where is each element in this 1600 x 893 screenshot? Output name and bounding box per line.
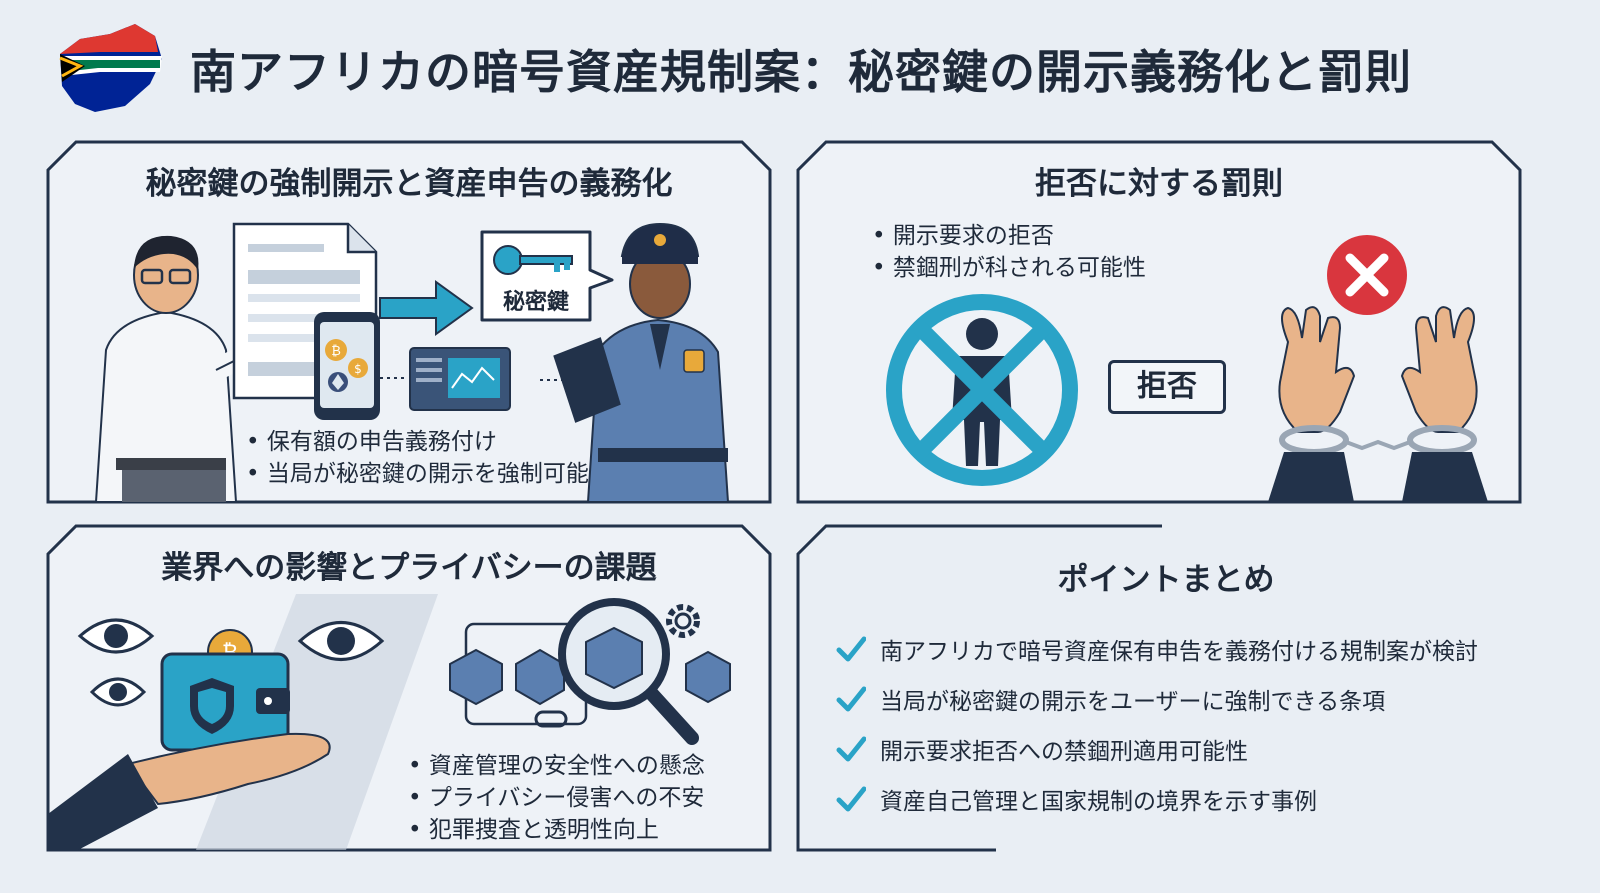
eye-icon — [89, 677, 147, 707]
page-title: 南アフリカの暗号資産規制案：秘密鍵の開示義務化と罰則 — [190, 45, 1412, 99]
summary-point: 南アフリカで暗号資産保有申告を義務付ける規制案が検討 — [880, 639, 1478, 665]
summary-list: 南アフリカで暗号資産保有申告を義務付ける規制案が検討 当局が秘密鍵の開示をユーザ… — [836, 624, 1478, 824]
hand-icon — [48, 732, 331, 850]
check-icon — [836, 686, 866, 712]
list-item: 開示要求拒否への禁錮刑適用可能性 — [836, 724, 1478, 774]
list-item: 南アフリカで暗号資産保有申告を義務付ける規制案が検討 — [836, 624, 1478, 674]
list-item: 禁錮刑が科される可能性 — [872, 252, 1146, 284]
svg-text:₿: ₿ — [331, 344, 341, 359]
prohibited-person-icon — [886, 294, 1078, 486]
gear-icon — [666, 604, 700, 638]
check-icon — [836, 636, 866, 662]
arrow-right-icon — [379, 280, 474, 336]
summary-point: 当局が秘密鍵の開示をユーザーに強制できる条項 — [880, 689, 1386, 715]
laptop-chart-icon — [380, 347, 511, 411]
reject-label: 拒否 — [1108, 360, 1226, 414]
wallet-shield-icon: ₿ — [160, 629, 290, 752]
panel-frame — [796, 524, 1162, 852]
header: 南アフリカの暗号資産規制案：秘密鍵の開示義務化と罰則 — [40, 14, 1560, 124]
panel3-bullets: 資産管理の安全性への懸念 プライバシー侵害への不安 犯罪捜査と透明性向上 — [408, 750, 705, 846]
panel-penalty: 拒否に対する罰則 開示要求の拒否 禁錮刑が科される可能性 拒否 — [796, 140, 1522, 504]
blockchain-magnifier-icon — [449, 598, 731, 745]
svg-text:$: $ — [354, 362, 362, 376]
panel-title: ポイントまとめ — [1057, 562, 1275, 598]
smartphone-wallet-icon: ₿ $ — [314, 312, 380, 420]
summary-point: 開示要求拒否への禁錮刑適用可能性 — [880, 739, 1248, 765]
list-item: 開示要求の拒否 — [872, 220, 1146, 252]
panel1-bullets: 保有額の申告義務付け 当局が秘密鍵の開示を強制可能 — [246, 426, 589, 490]
list-item: 保有額の申告義務付け — [246, 426, 589, 458]
check-icon — [836, 786, 866, 812]
panel-title: 拒否に対する罰則 — [1035, 166, 1283, 202]
list-item: 当局が秘密鍵の開示を強制可能 — [246, 458, 589, 490]
police-officer-icon — [540, 222, 730, 502]
list-item: 当局が秘密鍵の開示をユーザーに強制できる条項 — [836, 674, 1478, 724]
panel-title: 業界への影響とプライバシーの課題 — [161, 550, 657, 586]
red-x-icon — [1327, 235, 1407, 315]
key-speech-bubble-icon — [480, 230, 614, 322]
key-speech-bubble: 秘密鍵 — [478, 228, 614, 324]
panel2-bullets: 開示要求の拒否 禁錮刑が科される可能性 — [872, 220, 1146, 284]
eye-icon — [297, 621, 385, 661]
summary-point: 資産自己管理と国家規制の境界を示す事例 — [880, 789, 1317, 815]
list-item: 犯罪捜査と透明性向上 — [408, 814, 705, 846]
handcuffed-hands-icon — [1268, 306, 1488, 502]
check-icon — [836, 736, 866, 762]
panel-impact: 業界への影響とプライバシーの課題 ₿ 資産管 — [46, 524, 772, 852]
south-africa-flag-map-icon — [59, 24, 162, 112]
key-label: 秘密鍵 — [502, 290, 569, 315]
panel-disclosure: 秘密鍵の強制開示と資産申告の義務化 ₿ $ — [46, 140, 772, 504]
list-item: プライバシー侵害への不安 — [408, 782, 705, 814]
list-item: 資産管理の安全性への懸念 — [408, 750, 705, 782]
man-pointing-icon — [94, 235, 276, 502]
panel-summary: ポイントまとめ 南アフリカで暗号資産保有申告を義務付ける規制案が検討 当局が秘密… — [796, 524, 1556, 852]
list-item: 資産自己管理と国家規制の境界を示す事例 — [836, 774, 1478, 824]
panel-title: 秘密鍵の強制開示と資産申告の義務化 — [145, 166, 673, 202]
eye-icon — [77, 618, 155, 654]
